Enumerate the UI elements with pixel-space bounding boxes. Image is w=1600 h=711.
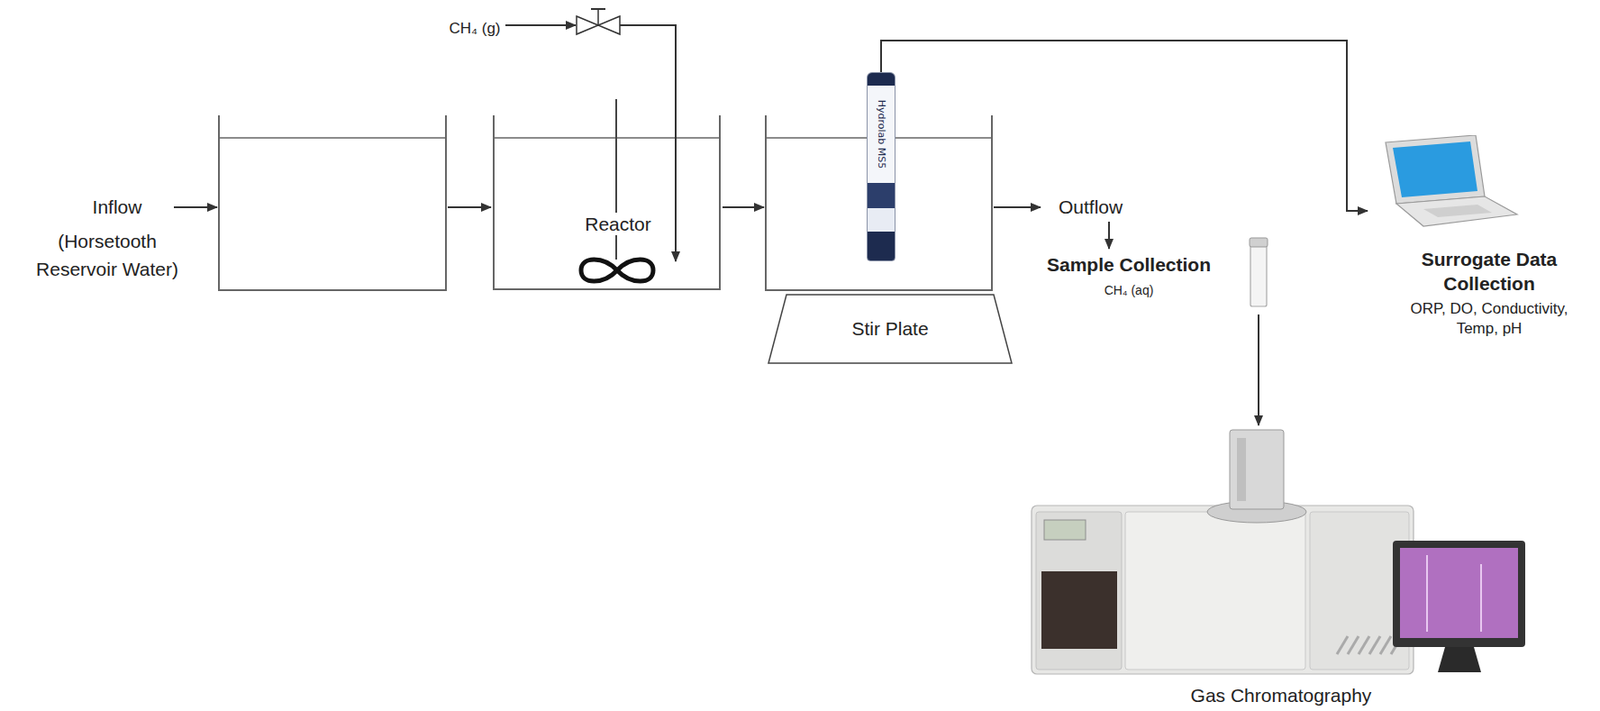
water-line (218, 136, 446, 139)
part-label: Stir Plate (767, 317, 1013, 340)
flow-label: Inflow (72, 195, 163, 219)
stir-plate: Stir Plate (767, 293, 1013, 364)
source-note: (Horsetooth Reservoir Water) (29, 227, 185, 283)
valve-handle (590, 8, 606, 10)
sample-label: CH₄ (aq) (1074, 282, 1183, 299)
flow-arrow (722, 206, 764, 209)
probe-label: Hydrolab MS5 (875, 100, 888, 170)
gas-label: CH₄ (g) (439, 19, 510, 38)
flow-arrow (1257, 314, 1260, 426)
stirrer-shaft (615, 99, 618, 260)
flow-arrow (993, 206, 1041, 209)
panel-body: ORP, DO, Conductivity, Temp, pH (1403, 299, 1575, 339)
probe-body: Hydrolab MS5 (866, 72, 896, 262)
reactor-tank: Reactor (492, 115, 721, 291)
vial-cap (1249, 237, 1268, 247)
instrument-label: Gas Chromatography (1030, 683, 1532, 707)
tank-label: Reactor (581, 212, 655, 236)
gas-chromatograph: Gas Chromatography (1030, 428, 1532, 711)
cable-connector (881, 40, 1368, 211)
flow-arrow (447, 206, 491, 209)
laptop-icon (1367, 135, 1521, 230)
valve-stem (597, 9, 600, 26)
laptop: Surrogate Data CollectionORP, DO, Conduc… (1367, 135, 1593, 343)
gas-line (505, 24, 576, 27)
tank (218, 115, 446, 291)
flow-arrow (173, 206, 218, 209)
panel-heading: Surrogate Data Collection (1403, 246, 1575, 296)
chromatograph-icon (1030, 428, 1532, 678)
impeller-symbol (581, 259, 654, 282)
sample-vial (1250, 239, 1267, 307)
flow-arrow (1108, 221, 1110, 249)
step-label: Sample Collection (1011, 253, 1246, 276)
flow-label: Outflow (1058, 195, 1158, 219)
water-line (492, 136, 721, 139)
